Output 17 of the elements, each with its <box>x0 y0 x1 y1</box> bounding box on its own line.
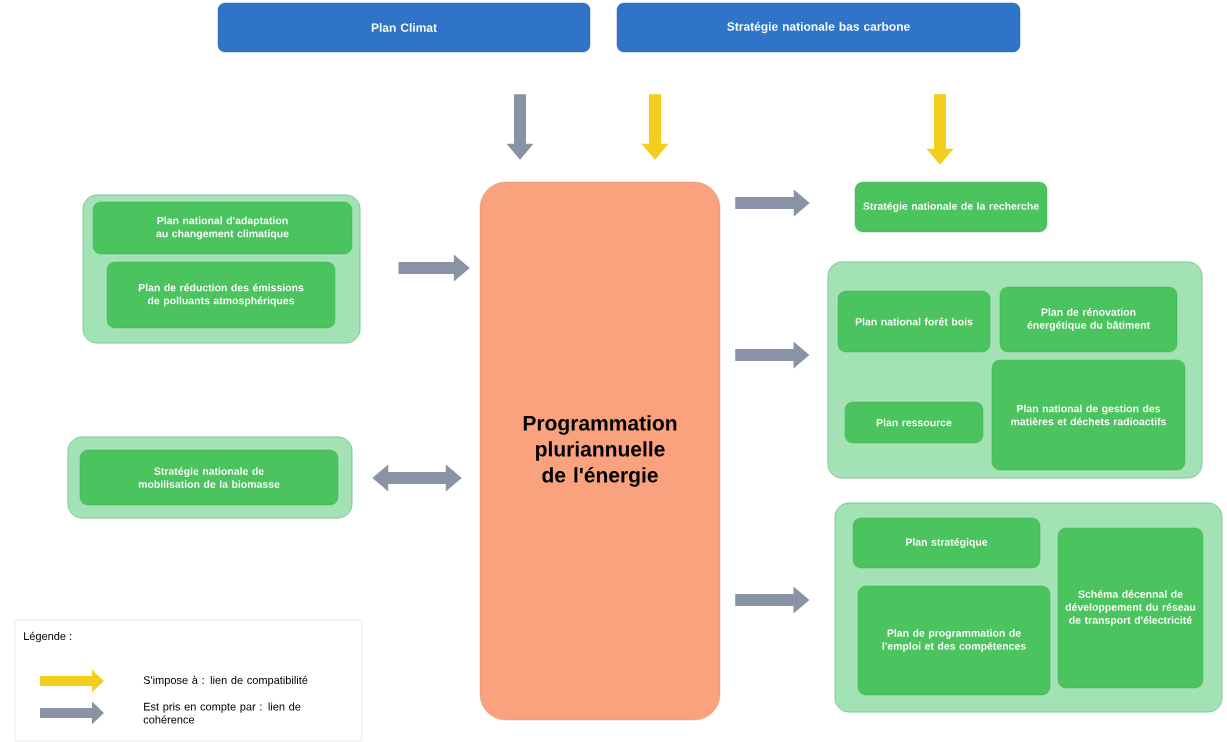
plan-box: Plan national forêt bois <box>837 290 991 353</box>
legend-text: S'impose à : lien de compatibilité <box>143 675 308 687</box>
plan-box: Plan stratégique <box>852 517 1041 569</box>
plan-box: Plan ressource <box>844 401 984 444</box>
plan-box: Plan de réduction des émissions de polluants atmosphériques <box>106 261 336 329</box>
plan-box: Plan national d'adaptation au changement climatique <box>92 201 353 255</box>
plan-box: Plan de programmation de l'emploi et des compétences <box>857 585 1051 696</box>
box: Stratégie nationale bas carbone <box>616 2 1021 53</box>
box: Plan Climat <box>217 2 591 53</box>
legend-title: Légende : <box>24 631 72 643</box>
plan-box: Schéma décennal de développement du réseau de transport d'électricité <box>1057 527 1204 689</box>
plan-box: Stratégie nationale de mobilisation de la biomasse <box>79 449 339 506</box>
plan-box: Plan de rénovation énergétique du bâtiment <box>999 286 1178 353</box>
plan-box: Stratégie nationale de la recherche <box>854 181 1048 233</box>
legend-text: Est pris en compte par : lien de cohérence <box>143 702 301 724</box>
plan-box: Plan national de gestion des matières et déchets radioactifs <box>991 359 1186 471</box>
central-box: Programmation pluriannuelle de l'énergie <box>479 181 721 721</box>
